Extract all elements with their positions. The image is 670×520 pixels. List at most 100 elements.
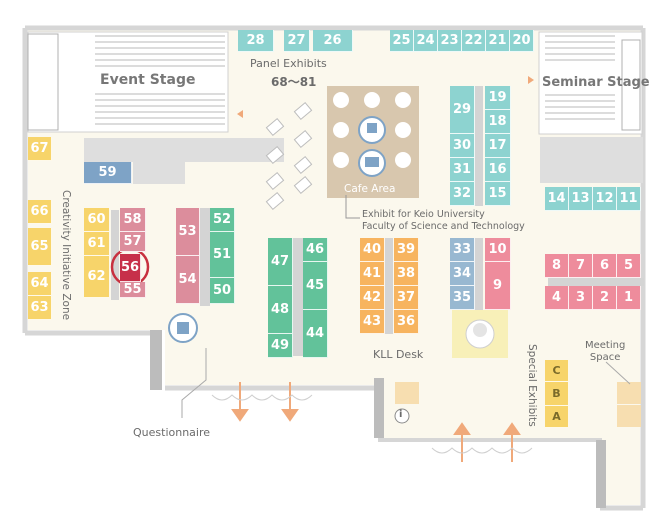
booth-15[interactable]: 15 <box>485 182 511 206</box>
seminar-stage-label: Seminar Stage <box>542 75 650 90</box>
booth-6[interactable]: 6 <box>593 254 617 278</box>
seminar-stage-seats <box>545 35 615 120</box>
booth-B[interactable]: B <box>545 382 569 406</box>
booth-44[interactable]: 44 <box>303 310 328 358</box>
panel-exhibits-label: Panel Exhibits <box>250 57 327 70</box>
event-stage-platform <box>27 33 59 131</box>
cafe-tables <box>333 92 411 168</box>
booth-43[interactable]: 43 <box>360 310 385 334</box>
booth-36[interactable]: 36 <box>394 310 419 334</box>
panel-exhibit-stands <box>265 101 313 211</box>
booth-2[interactable]: 2 <box>593 286 617 310</box>
questionnaire-label: Questionnaire <box>133 426 211 439</box>
creativity-zone-label: Creativity Initiative Zone <box>60 190 72 321</box>
booth-26[interactable]: 26 <box>313 30 353 52</box>
exhibit-label-line2: Faculty of Science and Technology <box>362 221 525 232</box>
booth-21[interactable]: 21 <box>486 30 510 52</box>
booth-5[interactable]: 5 <box>617 254 641 278</box>
booth-17[interactable]: 17 <box>485 134 511 158</box>
booth-67[interactable]: 67 <box>28 137 52 161</box>
booth-41[interactable]: 41 <box>360 262 385 286</box>
door-swings <box>211 394 533 454</box>
booth-11[interactable]: 11 <box>617 187 641 211</box>
booth-33[interactable]: 33 <box>450 238 475 262</box>
booth-46[interactable]: 46 <box>303 238 328 262</box>
booth-42[interactable]: 42 <box>360 286 385 310</box>
meeting-space-label: Meeting Space <box>585 340 626 363</box>
booth-48[interactable]: 48 <box>268 286 293 334</box>
booth-60[interactable]: 60 <box>84 208 110 232</box>
booth-9[interactable]: 9 <box>485 262 511 310</box>
booth-3[interactable]: 3 <box>569 286 593 310</box>
exhibit-leader-line <box>345 195 360 219</box>
booth-24[interactable]: 24 <box>414 30 438 52</box>
booth-35[interactable]: 35 <box>450 286 475 310</box>
pillar-left <box>150 330 162 390</box>
booth-62[interactable]: 62 <box>84 256 110 298</box>
booth-57[interactable]: 57 <box>120 232 146 252</box>
booth-28[interactable]: 28 <box>238 30 274 52</box>
kll-desk-label: KLL Desk <box>373 348 424 361</box>
booth-50[interactable]: 50 <box>210 278 235 304</box>
booth-1[interactable]: 1 <box>617 286 641 310</box>
booth-38[interactable]: 38 <box>394 262 419 286</box>
booth-16[interactable]: 16 <box>485 158 511 182</box>
booth-55[interactable]: 55 <box>120 282 146 298</box>
pillar-right <box>596 440 606 508</box>
booth-34[interactable]: 34 <box>450 262 475 286</box>
event-stage-area <box>27 31 229 133</box>
cafe-area-label: Cafe Area <box>344 183 396 195</box>
booth-65[interactable]: 65 <box>28 228 52 266</box>
booth-52[interactable]: 52 <box>210 208 235 232</box>
booth-A[interactable]: A <box>545 406 569 428</box>
booth-C[interactable]: C <box>545 360 569 382</box>
booth-14[interactable]: 14 <box>545 187 569 211</box>
booth-58[interactable]: 58 <box>120 208 146 232</box>
booth-31[interactable]: 31 <box>450 158 475 182</box>
booth-8[interactable]: 8 <box>545 254 569 278</box>
partition-right-top <box>540 137 643 183</box>
booth-54[interactable]: 54 <box>176 256 200 304</box>
booth-49[interactable]: 49 <box>268 334 293 358</box>
booth-25[interactable]: 25 <box>390 30 414 52</box>
booth-20[interactable]: 20 <box>510 30 534 52</box>
booth-47[interactable]: 47 <box>268 238 293 286</box>
booth-18[interactable]: 18 <box>485 110 511 134</box>
booth-19[interactable]: 19 <box>485 86 511 110</box>
kll-desk <box>395 382 419 404</box>
booth-13[interactable]: 13 <box>569 187 593 211</box>
booth-4[interactable]: 4 <box>545 286 569 310</box>
panel-pointer <box>237 110 243 118</box>
booth-39[interactable]: 39 <box>394 238 419 262</box>
booth-56[interactable]: 56 <box>120 254 141 282</box>
booth-63[interactable]: 63 <box>28 296 52 320</box>
booth-10[interactable]: 10 <box>485 238 511 262</box>
meeting-space-1 <box>617 382 641 404</box>
booth-37[interactable]: 37 <box>394 286 419 310</box>
info-icon <box>394 408 410 424</box>
seminar-pointer <box>528 76 534 84</box>
booth-30[interactable]: 30 <box>450 134 475 158</box>
booth-12[interactable]: 12 <box>593 187 617 211</box>
booth-22[interactable]: 22 <box>462 30 486 52</box>
event-stage-seats <box>95 35 225 125</box>
booth-29[interactable]: 29 <box>450 86 475 134</box>
booth-40[interactable]: 40 <box>360 238 385 262</box>
booth-59[interactable]: 59 <box>84 162 132 184</box>
booth-27[interactable]: 27 <box>284 30 310 52</box>
info-glyph: i <box>399 409 403 420</box>
partition-left-mid <box>133 160 185 184</box>
booth-66[interactable]: 66 <box>28 200 52 224</box>
seminar-stage-platform <box>621 39 641 131</box>
booth-32[interactable]: 32 <box>450 182 475 206</box>
booth-64[interactable]: 64 <box>28 272 52 296</box>
booth-7[interactable]: 7 <box>569 254 593 278</box>
booth-61[interactable]: 61 <box>84 232 110 256</box>
booth-51[interactable]: 51 <box>210 232 235 278</box>
booth-45[interactable]: 45 <box>303 262 328 310</box>
booth-53[interactable]: 53 <box>176 208 200 256</box>
meeting-space-2 <box>617 405 641 427</box>
booth-23[interactable]: 23 <box>438 30 462 52</box>
pillar-mid <box>374 378 384 438</box>
